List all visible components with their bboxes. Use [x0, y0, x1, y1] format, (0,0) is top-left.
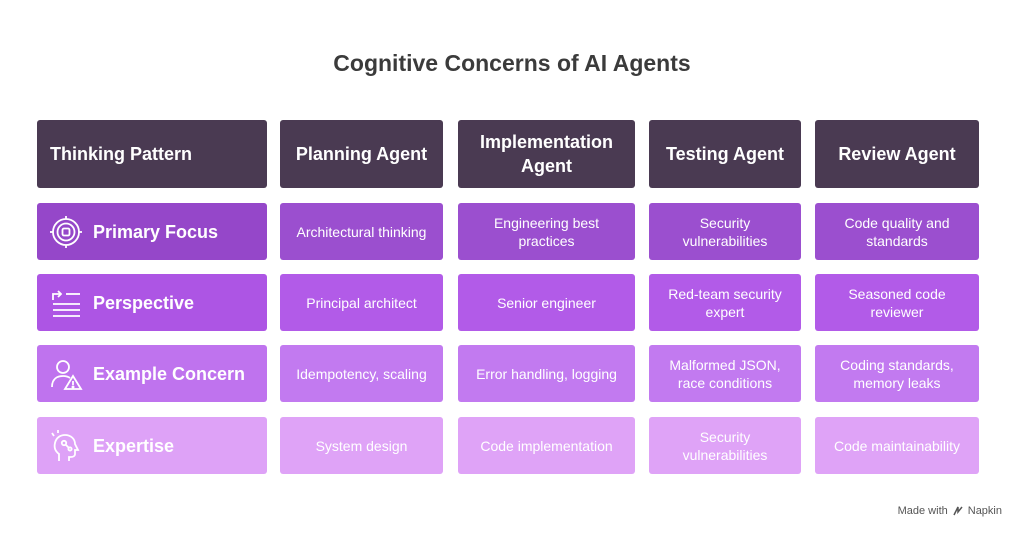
cell-implementation-example-concern: Error handling, logging	[458, 345, 635, 402]
cell-implementation-primary-focus: Engineering best practices	[458, 203, 635, 260]
row-label-text: Expertise	[93, 435, 175, 456]
cell-testing-expertise: Security vulnerabilities	[649, 417, 801, 474]
header-review-agent: Review Agent	[815, 120, 979, 188]
person-warning-icon	[51, 359, 83, 390]
row-label-text: Example Concern	[93, 363, 246, 384]
header-implementation-agent: Implementation Agent	[458, 120, 635, 188]
cell-implementation-perspective: Senior engineer	[458, 274, 635, 331]
header-testing-agent: Testing Agent	[649, 120, 801, 188]
head-idea-icon	[51, 429, 80, 461]
header-planning-agent: Planning Agent	[280, 120, 443, 188]
row-label-text: Primary Focus	[93, 221, 219, 242]
made-with-text: Made with	[897, 505, 948, 517]
napkin-logo-icon	[953, 506, 963, 516]
cell-planning-perspective: Principal architect	[280, 274, 443, 331]
cell-review-expertise: Code maintainability	[815, 417, 979, 474]
cell-review-example-concern: Coding standards, memory leaks	[815, 345, 979, 402]
row-label-perspective: Perspective	[37, 274, 267, 331]
cell-testing-example-concern: Malformed JSON, race conditions	[649, 345, 801, 402]
row-label-expertise: Expertise	[37, 417, 267, 474]
header-thinking-pattern: Thinking Pattern	[37, 120, 267, 188]
cell-planning-example-concern: Idempotency, scaling	[280, 345, 443, 402]
cell-testing-perspective: Red-team security expert	[649, 274, 801, 331]
cell-testing-primary-focus: Security vulnerabilities	[649, 203, 801, 260]
footer-attribution: Made with Napkin	[898, 505, 1002, 517]
page-title: Cognitive Concerns of AI Agents	[333, 50, 691, 76]
target-icon	[50, 215, 82, 248]
row-label-primary-focus: Primary Focus	[37, 203, 267, 260]
cell-review-primary-focus: Code quality and standards	[815, 203, 979, 260]
napkin-brand-text: Napkin	[967, 505, 1002, 517]
cell-planning-primary-focus: Architectural thinking	[280, 203, 443, 260]
cell-review-perspective: Seasoned code reviewer	[815, 274, 979, 331]
cell-implementation-expertise: Code implementation	[458, 417, 635, 474]
cell-planning-expertise: System design	[280, 417, 443, 474]
row-label-example-concern: Example Concern	[37, 345, 267, 402]
list-arrow-icon	[52, 289, 80, 317]
row-label-text: Perspective	[93, 292, 195, 313]
